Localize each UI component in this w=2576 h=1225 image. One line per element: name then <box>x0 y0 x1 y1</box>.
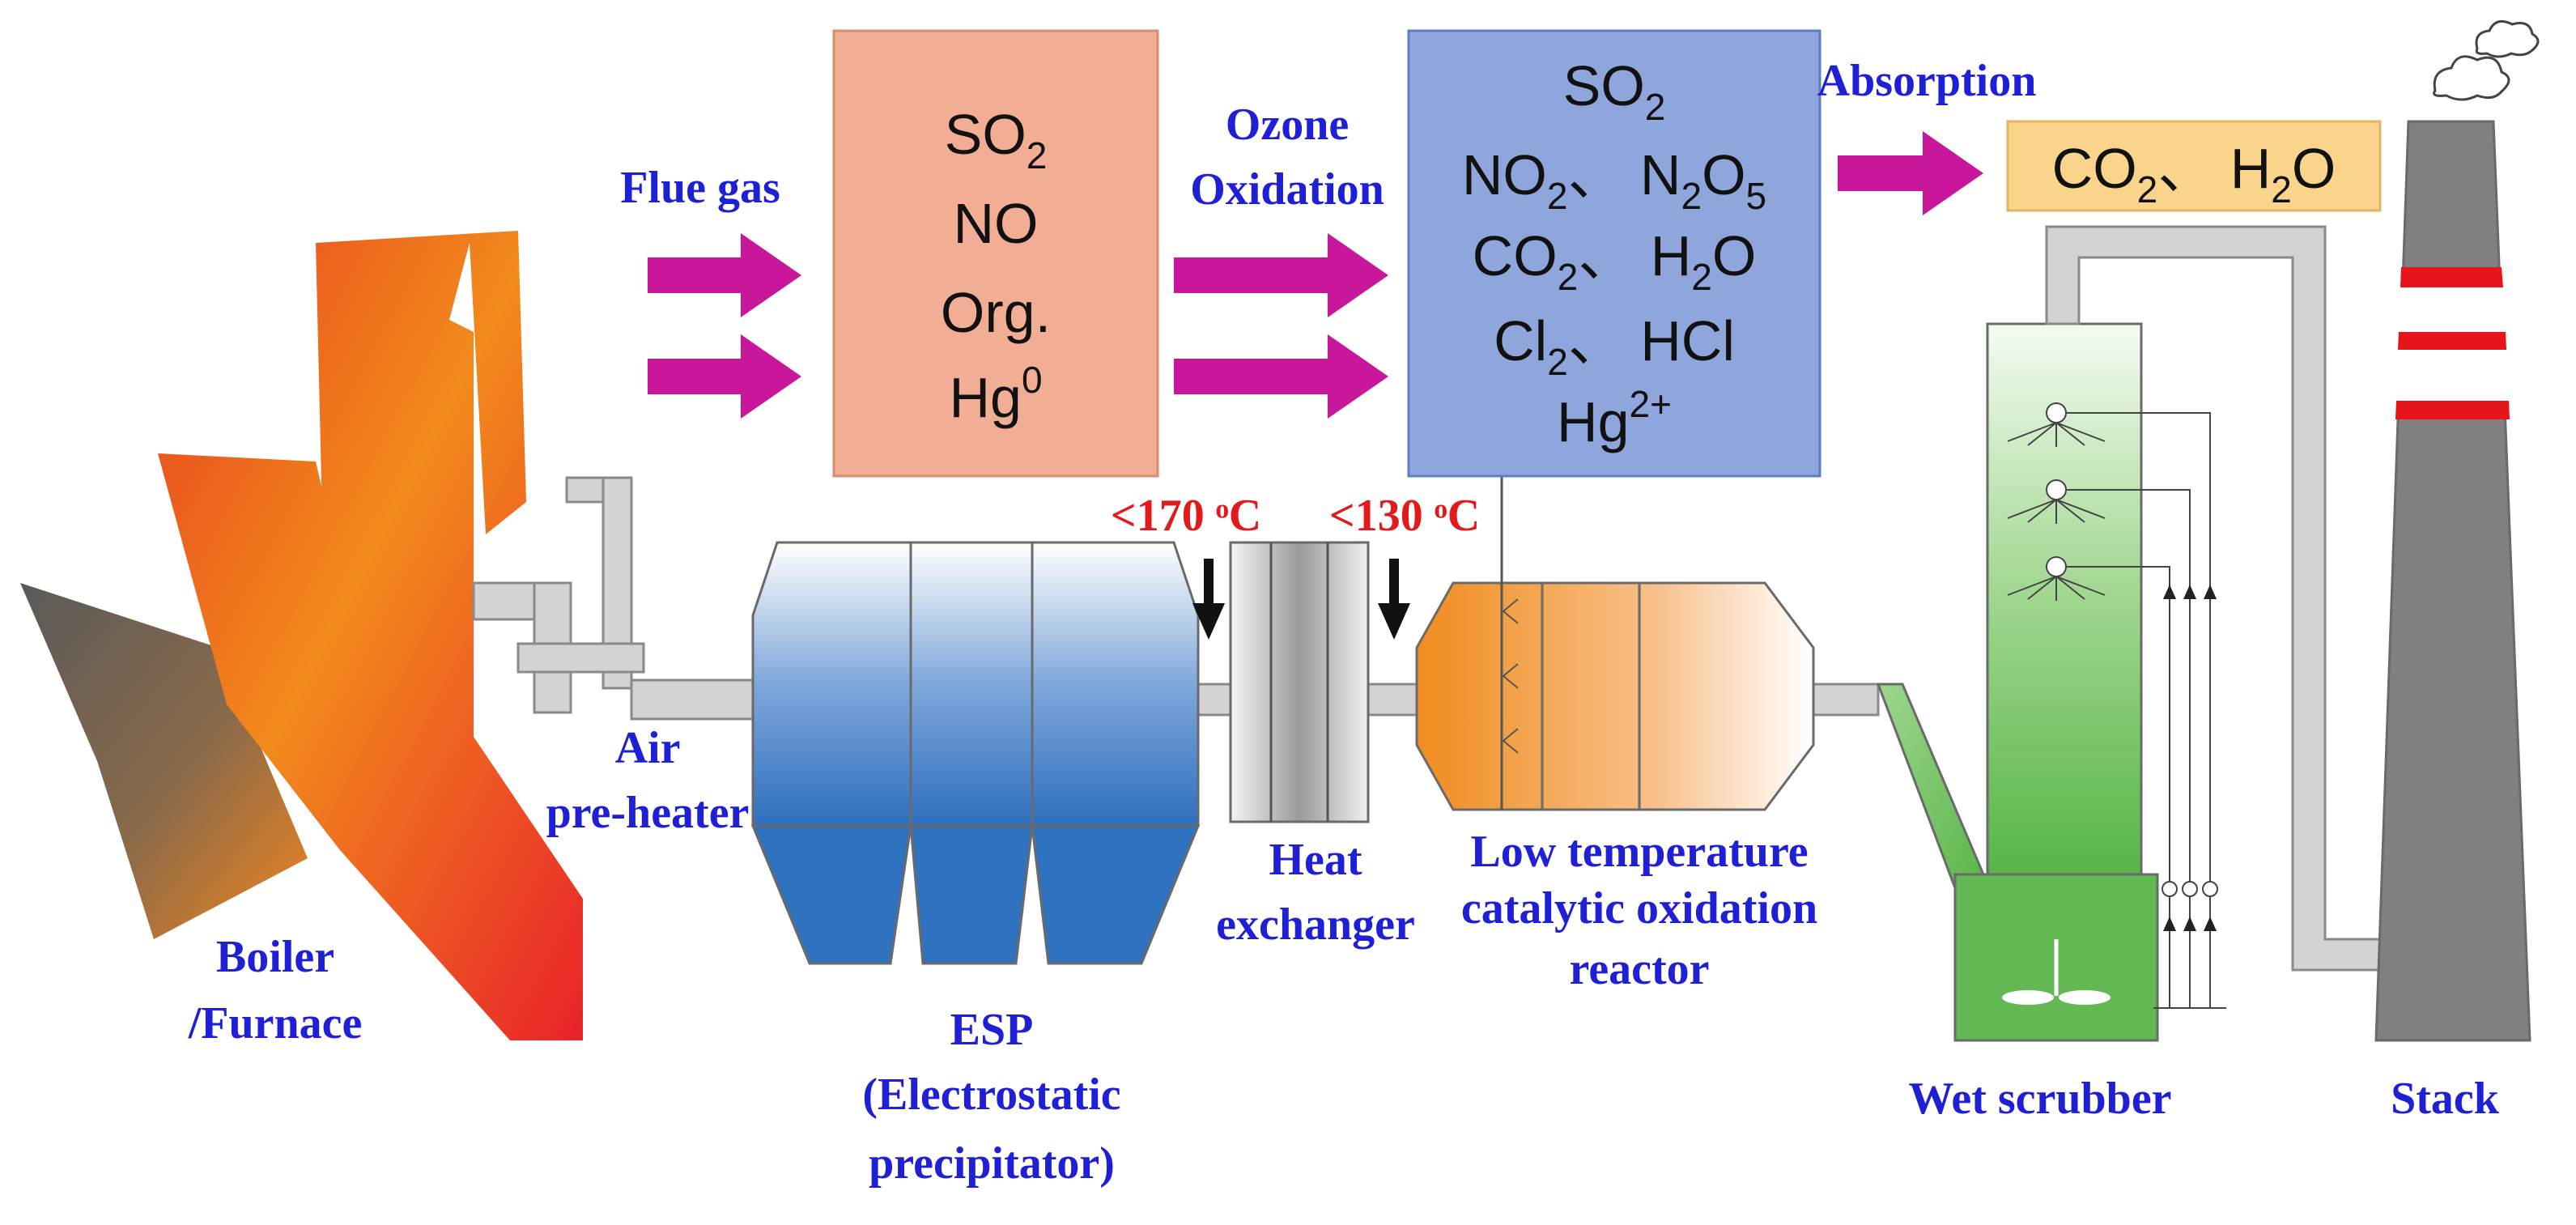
wet-scrubber <box>1876 322 2226 1042</box>
inlet-org: Org. <box>941 281 1051 344</box>
inlet-no: NO <box>954 192 1039 255</box>
label-ozone: Ozone <box>1226 100 1349 150</box>
inlet-species-box <box>832 29 1159 478</box>
absorption-products: CO2、 H2O <box>2052 137 2336 211</box>
label-esp: ESP <box>950 1005 1034 1055</box>
label-furnace: /Furnace <box>188 998 363 1048</box>
ox-hg2: Hg2+ <box>1557 383 1672 453</box>
label-temp-130: <130 ᵒC <box>1329 491 1480 541</box>
smoke-cloud-icon <box>2433 19 2540 101</box>
boiler-furnace <box>158 231 583 1040</box>
label-temp-170: <170 ᵒC <box>1111 491 1261 541</box>
absorption-product-box <box>2006 120 2382 212</box>
label-wet-scrubber: Wet scrubber <box>1908 1074 2171 1124</box>
flue-gas-arrow-1 <box>648 233 801 317</box>
oxidized-species-box <box>1407 29 1821 478</box>
ozone-arrow-2 <box>1174 334 1388 419</box>
label-pre-heater: pre-heater <box>546 788 750 838</box>
temperature-arrows <box>1192 559 1410 640</box>
ox-no2-n2o5: NO2、 N2O5 <box>1462 143 1766 217</box>
stack <box>2374 120 2531 1042</box>
label-oxidation: Oxidation <box>1190 164 1384 215</box>
boiler-hopper <box>20 583 308 939</box>
ox-co2-h2o: CO2、 H2O <box>1473 224 1757 298</box>
label-boiler: Boiler <box>216 932 334 982</box>
flue-gas-arrow-2 <box>648 334 801 419</box>
ozone-arrow-1 <box>1174 233 1388 317</box>
label-stack: Stack <box>2391 1074 2500 1124</box>
inlet-species-text: SO2 NO Org. Hg0 <box>941 103 1051 429</box>
label-absorption: Absorption <box>1817 56 2037 106</box>
label-exchanger: exchanger <box>1216 900 1415 950</box>
label-catalytic-oxidation: catalytic oxidation <box>1461 883 1817 934</box>
esp-unit <box>750 541 1201 965</box>
oxidized-species-text: SO2 NO2、 N2O5 CO2、 H2O Cl2、 HCl Hg2+ <box>1462 54 1766 453</box>
inlet-hg0: Hg0 <box>949 359 1042 429</box>
ox-cl2-hcl: Cl2、 HCl <box>1494 309 1735 383</box>
ox-so2: SO2 <box>1563 54 1666 128</box>
label-air: Air <box>615 723 681 773</box>
inlet-so2: SO2 <box>945 103 1048 177</box>
label-precipitator: precipitator) <box>869 1138 1115 1189</box>
label-electrostatic: (Electrostatic <box>862 1070 1120 1120</box>
label-heat: Heat <box>1269 835 1362 885</box>
heat-exchanger <box>1229 541 1370 823</box>
absorption-arrow <box>1838 131 1983 215</box>
label-reactor: reactor <box>1569 944 1709 994</box>
catalytic-reactor <box>1415 466 1815 811</box>
label-low-temperature: Low temperature <box>1470 827 1808 877</box>
label-flue-gas: Flue gas <box>620 163 780 213</box>
flow-arrows <box>648 131 1983 419</box>
